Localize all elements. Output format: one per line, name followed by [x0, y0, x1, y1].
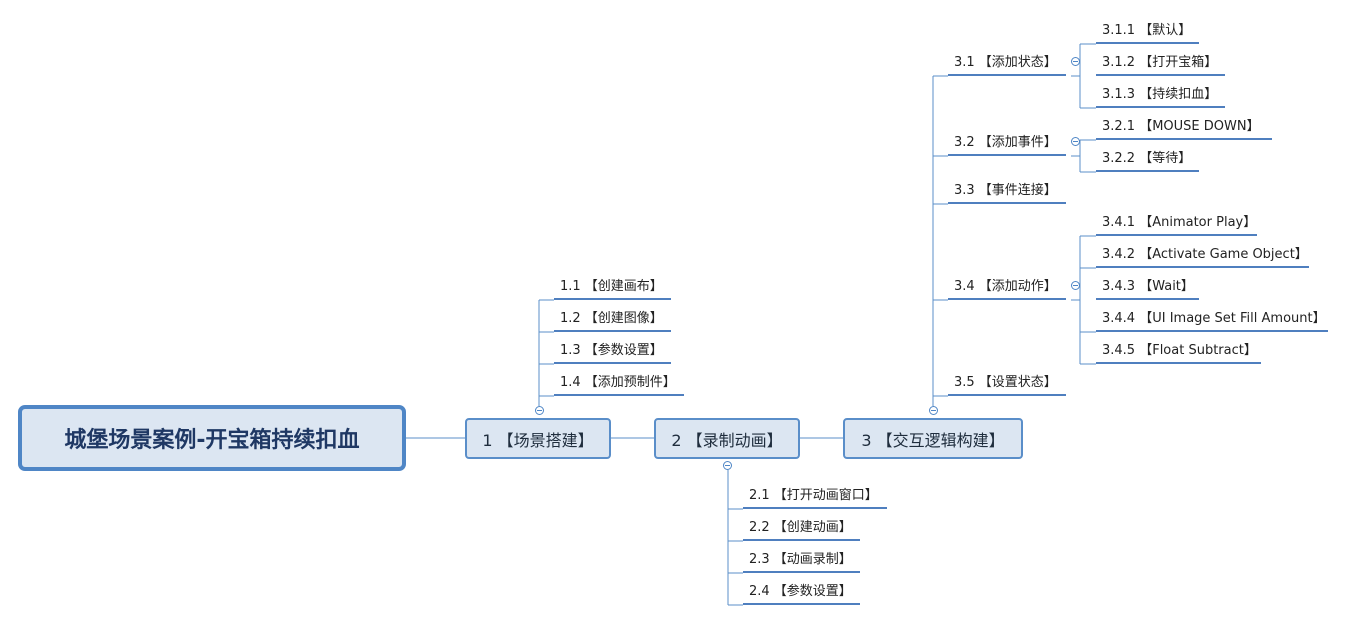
root-topic[interactable]: 城堡场景案例-开宝箱持续扣血 [18, 405, 406, 471]
subtopic-3-4[interactable]: 3.4 【添加动作】 [948, 274, 1066, 300]
subtopic-1-3[interactable]: 1.3 【参数设置】 [554, 338, 671, 364]
subtopic-2-1[interactable]: 2.1 【打开动画窗口】 [743, 483, 887, 509]
subtopic-3-4-2[interactable]: 3.4.2 【Activate Game Object】 [1096, 242, 1309, 268]
subtopic-3-2-2[interactable]: 3.2.2 【等待】 [1096, 146, 1199, 172]
subtopic-3-4-4[interactable]: 3.4.4 【UI Image Set Fill Amount】 [1096, 306, 1328, 332]
subtopic-3-1-2[interactable]: 3.1.2 【打开宝箱】 [1096, 50, 1225, 76]
subtopic-3-4-1[interactable]: 3.4.1 【Animator Play】 [1096, 210, 1257, 236]
subtopic-3-5[interactable]: 3.5 【设置状态】 [948, 370, 1066, 396]
collapse-toggle-icon[interactable] [535, 406, 544, 415]
subtopic-2-2[interactable]: 2.2 【创建动画】 [743, 515, 860, 541]
subtopic-2-3[interactable]: 2.3 【动画录制】 [743, 547, 860, 573]
subtopic-3-1-3[interactable]: 3.1.3 【持续扣血】 [1096, 82, 1225, 108]
collapse-toggle-icon[interactable] [1071, 281, 1080, 290]
topic-branch-3[interactable]: 3 【交互逻辑构建】 [843, 418, 1023, 459]
subtopic-3-4-5[interactable]: 3.4.5 【Float Subtract】 [1096, 338, 1261, 364]
topic-branch-1[interactable]: 1 【场景搭建】 [465, 418, 611, 459]
subtopic-3-2-1[interactable]: 3.2.1 【MOUSE DOWN】 [1096, 114, 1272, 140]
subtopic-3-2[interactable]: 3.2 【添加事件】 [948, 130, 1066, 156]
collapse-toggle-icon[interactable] [1071, 57, 1080, 66]
subtopic-2-4[interactable]: 2.4 【参数设置】 [743, 579, 860, 605]
subtopic-1-4[interactable]: 1.4 【添加预制件】 [554, 370, 684, 396]
subtopic-1-2[interactable]: 1.2 【创建图像】 [554, 306, 671, 332]
subtopic-3-1-1[interactable]: 3.1.1 【默认】 [1096, 18, 1199, 44]
subtopic-3-1[interactable]: 3.1 【添加状态】 [948, 50, 1066, 76]
subtopic-1-1[interactable]: 1.1 【创建画布】 [554, 274, 671, 300]
topic-branch-2[interactable]: 2 【录制动画】 [654, 418, 800, 459]
collapse-toggle-icon[interactable] [1071, 137, 1080, 146]
collapse-toggle-icon[interactable] [929, 406, 938, 415]
collapse-toggle-icon[interactable] [723, 461, 732, 470]
subtopic-3-4-3[interactable]: 3.4.3 【Wait】 [1096, 274, 1199, 300]
subtopic-3-3[interactable]: 3.3 【事件连接】 [948, 178, 1066, 204]
